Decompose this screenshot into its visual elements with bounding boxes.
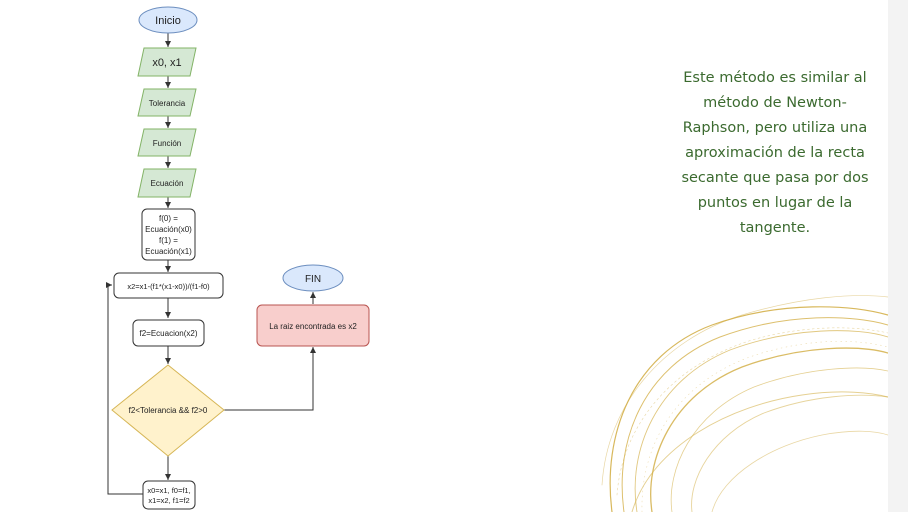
init-process [141, 208, 196, 261]
input-funcion [137, 128, 197, 157]
f2-step-process [132, 319, 205, 347]
update-line-1: x0=x1, f0=f1, [147, 486, 190, 495]
result-label: La raiz encontrada es x2 [269, 322, 357, 331]
secant-step-label: x2=x1-(f1*(x1-x0))/(f1-f0) [127, 282, 210, 291]
right-edge-strip [888, 0, 908, 512]
decorative-swirl-graphic [601, 295, 888, 512]
method-description: Este método es similar al método de Newt… [681, 70, 869, 236]
secant-step-process [113, 272, 224, 299]
input-tolerancia-label: Tolerancia [149, 99, 186, 108]
input-x0-x1 [137, 47, 197, 77]
result-box [256, 304, 370, 347]
start-terminal [138, 6, 198, 34]
decision-diamond [111, 364, 225, 457]
init-line-2: Ecuación(x0) [145, 225, 192, 234]
end-label: FIN [305, 274, 321, 285]
input-tolerancia [137, 88, 197, 117]
input-funcion-label: Función [153, 139, 181, 148]
input-ecuacion-label: Ecuación [151, 179, 184, 188]
init-line-4: Ecuación(x1) [145, 247, 192, 256]
update-line-2: x1=x2, f1=f2 [148, 496, 189, 505]
start-label: Inicio [155, 15, 181, 27]
decision-label: f2<Tolerancia && f2>0 [129, 406, 208, 415]
init-line-1: f(0) = [159, 214, 178, 223]
input-x0-x1-label: x0, x1 [152, 57, 181, 69]
connectors [106, 33, 316, 495]
input-ecuacion [137, 168, 197, 198]
end-terminal [282, 264, 344, 292]
init-line-3: f(1) = [159, 236, 178, 245]
update-process [142, 480, 196, 510]
f2-step-label: f2=Ecuacion(x2) [139, 329, 197, 338]
